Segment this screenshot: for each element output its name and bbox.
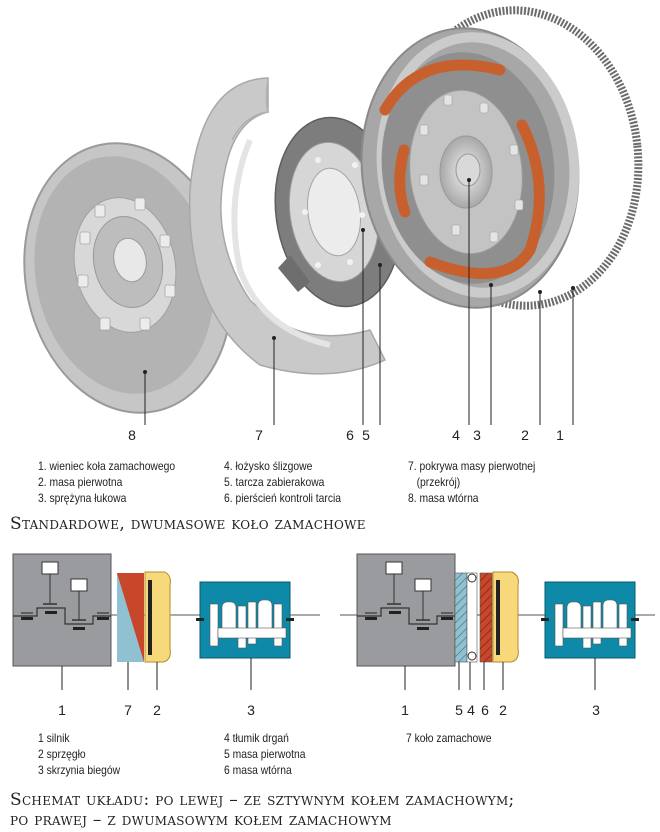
legend-item: 1 silnik — [38, 731, 70, 745]
legend-item: 7 koło zamachowe — [406, 731, 492, 745]
primary-mass-block — [454, 572, 468, 663]
top-legend-col2: 4. łożysko ślizgowe 5. tarcza zabierakow… — [224, 458, 341, 506]
callout-2: 2 — [521, 427, 529, 443]
legend-item: 6. pierścień kontroli tarcia — [224, 491, 342, 505]
legend-item: 1. wieniec koła zamachowego — [38, 459, 176, 473]
clutch-block — [492, 571, 519, 663]
legend-item: 5. tarcza zabierakowa — [224, 475, 325, 489]
leader-lines — [143, 178, 575, 425]
callout-right-2: 2 — [499, 702, 507, 718]
callout-left-3: 3 — [247, 702, 255, 718]
callout-8: 8 — [128, 427, 136, 443]
damper-block — [466, 572, 478, 663]
callout-5: 5 — [362, 427, 370, 443]
bottom-caption-line1: Schemat układu: po lewej – ze sztywnym k… — [10, 790, 515, 810]
legend-item: 3. sprężyna łukowa — [38, 491, 127, 505]
flywheel-block — [117, 573, 144, 662]
top-legend-col1: 1. wieniec koła zamachowego 2. masa pier… — [38, 458, 175, 506]
callout-7: 7 — [255, 427, 263, 443]
callout-4: 4 — [452, 427, 460, 443]
callout-right-1: 1 — [401, 702, 409, 718]
legend-item: 3 skrzynia biegów — [38, 763, 121, 777]
rigid-flywheel-schematic — [12, 553, 320, 667]
legend-item: 5 masa pierwotna — [224, 747, 306, 761]
legend-item: 7. pokrywa masy pierwotnej — [408, 459, 536, 473]
top-legend-col3: 7. pokrywa masy pierwotnej (przekrój) 8.… — [408, 458, 535, 506]
secondary-mass-block — [479, 572, 493, 663]
callout-right-3: 3 — [592, 702, 600, 718]
bottom-legend-col1: 1 silnik 2 sprzęgło 3 skrzynia biegów — [38, 730, 120, 778]
callout-3: 3 — [473, 427, 481, 443]
top-figure-caption: Standardowe, dwumasowe koło zamachowe — [10, 514, 366, 534]
engine-block — [356, 553, 456, 667]
gearbox-block — [540, 581, 640, 659]
secondary-mass-part — [23, 142, 233, 414]
clutch-block — [144, 571, 171, 663]
callout-left-2: 2 — [153, 702, 161, 718]
bottom-caption-line2: po prawej – z dwumasowym kołem zamachowy… — [10, 810, 392, 830]
legend-item: (przekrój) — [416, 475, 461, 489]
legend-item: 2. masa pierwotna — [38, 475, 123, 489]
engine-block — [12, 553, 112, 667]
callout-6: 6 — [346, 427, 354, 443]
callout-right-6: 6 — [481, 702, 489, 718]
legend-item: 4. łożysko ślizgowe — [224, 459, 313, 473]
primary-mass-cover-part — [188, 77, 387, 375]
legend-item: 8. masa wtórna — [408, 491, 479, 505]
callout-right-5: 5 — [455, 702, 463, 718]
legend-item: 4 tłumik drgań — [224, 731, 289, 745]
callout-left-1: 1 — [58, 702, 66, 718]
legend-item: 6 masa wtórna — [224, 763, 292, 777]
gearbox-block — [195, 581, 295, 659]
plain-bearing-part — [409, 89, 524, 255]
dual-mass-flywheel-illustration — [23, 6, 643, 425]
arc-spring-part — [379, 59, 545, 279]
callout-left-7: 7 — [124, 702, 132, 718]
dual-mass-flywheel-schematic — [340, 553, 655, 667]
callout-1: 1 — [556, 427, 564, 443]
bottom-legend-col2: 4 tłumik drgań 5 masa pierwotna 6 masa w… — [224, 730, 305, 778]
callout-right-4: 4 — [467, 702, 475, 718]
legend-item: 2 sprzęgło — [38, 747, 86, 761]
bottom-legend-col3: 7 koło zamachowe — [406, 730, 491, 746]
